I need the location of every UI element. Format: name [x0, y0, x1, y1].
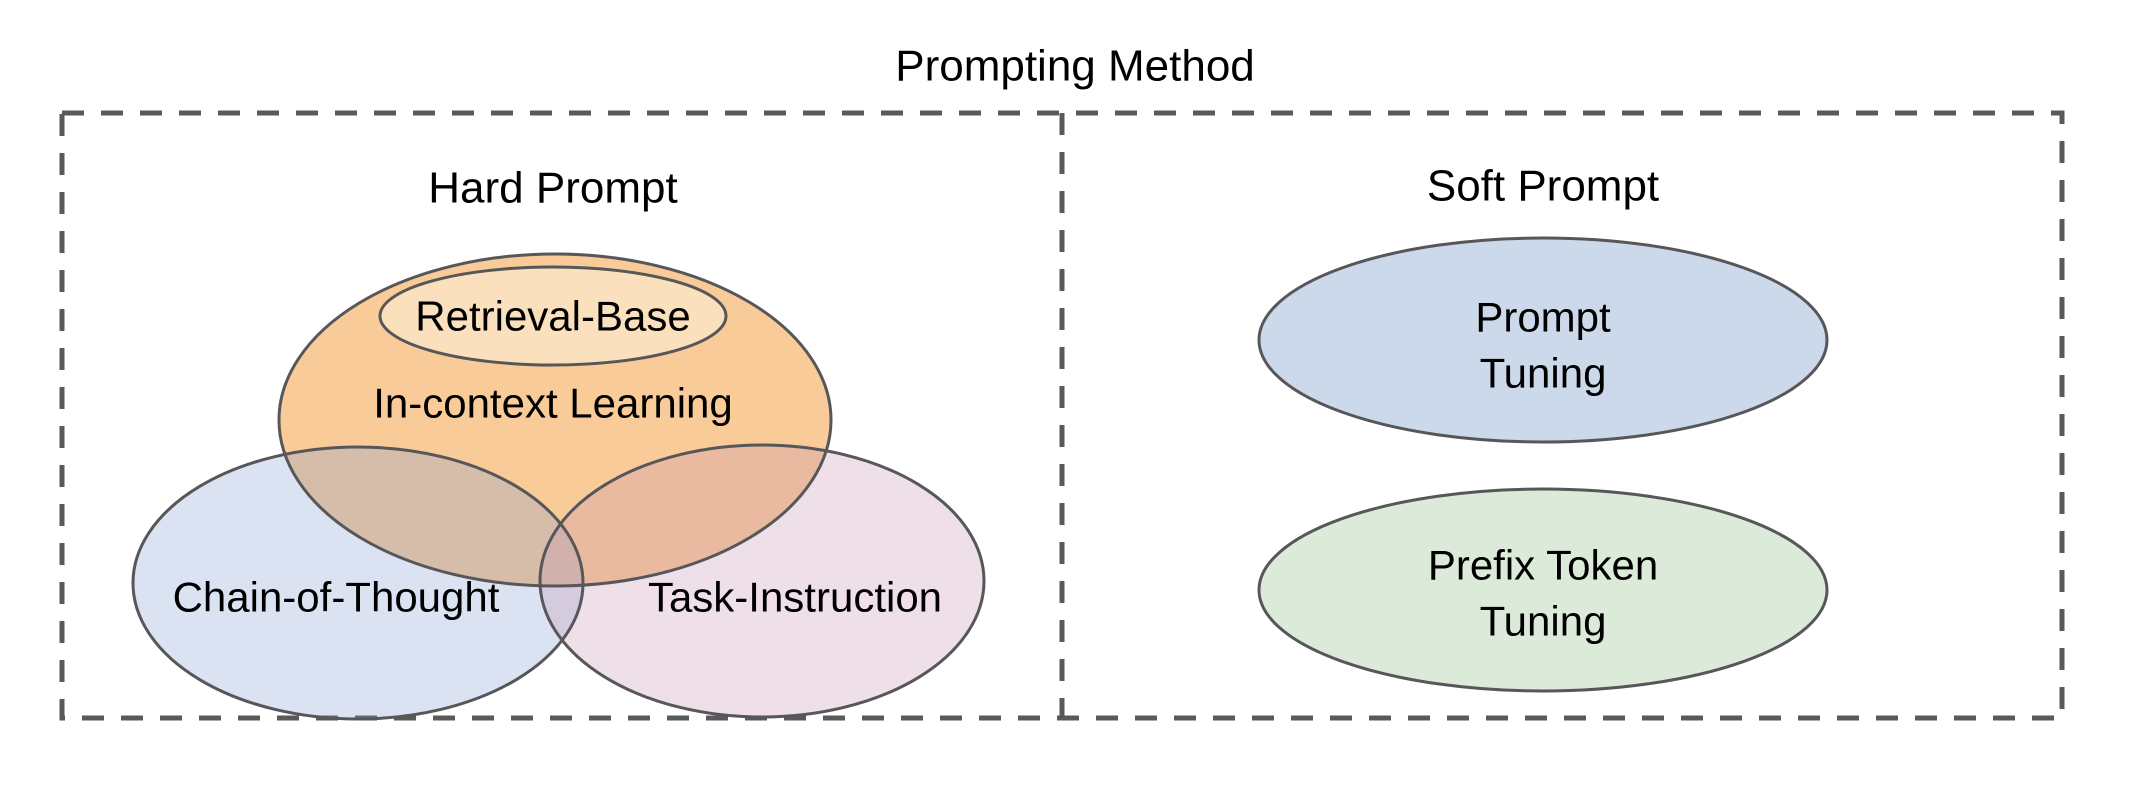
prompt-tuning-ellipse [1257, 236, 1829, 444]
task-instruction-label: Task-Instruction [648, 574, 942, 621]
prefix-token-tuning-label-line1: Prefix Token [1428, 542, 1658, 589]
in-context-learning-label: In-context Learning [373, 380, 733, 427]
chain-of-thought-ellipse-outline [131, 445, 585, 721]
diagram-title: Prompting Method [895, 42, 1255, 91]
prefix-token-tuning-label-line2: Tuning [1480, 598, 1607, 645]
soft-prompt-label: Soft Prompt [1427, 162, 1659, 211]
task-instruction-ellipse [540, 445, 984, 717]
chain-of-thought-ellipse [133, 447, 583, 719]
retrieval-base-ellipse [378, 265, 728, 367]
prompt-tuning-label-line1: Prompt [1475, 294, 1611, 341]
hard-prompt-label: Hard Prompt [428, 164, 677, 213]
retrieval-base-label: Retrieval-Base [415, 293, 690, 340]
chain-of-thought-label: Chain-of-Thought [173, 574, 500, 621]
task-instruction-ellipse-outline [538, 443, 986, 719]
in-context-learning-ellipse-outline [277, 252, 833, 588]
prompt-tuning-label-line2: Tuning [1480, 350, 1607, 397]
prefix-token-tuning-ellipse [1257, 487, 1829, 693]
